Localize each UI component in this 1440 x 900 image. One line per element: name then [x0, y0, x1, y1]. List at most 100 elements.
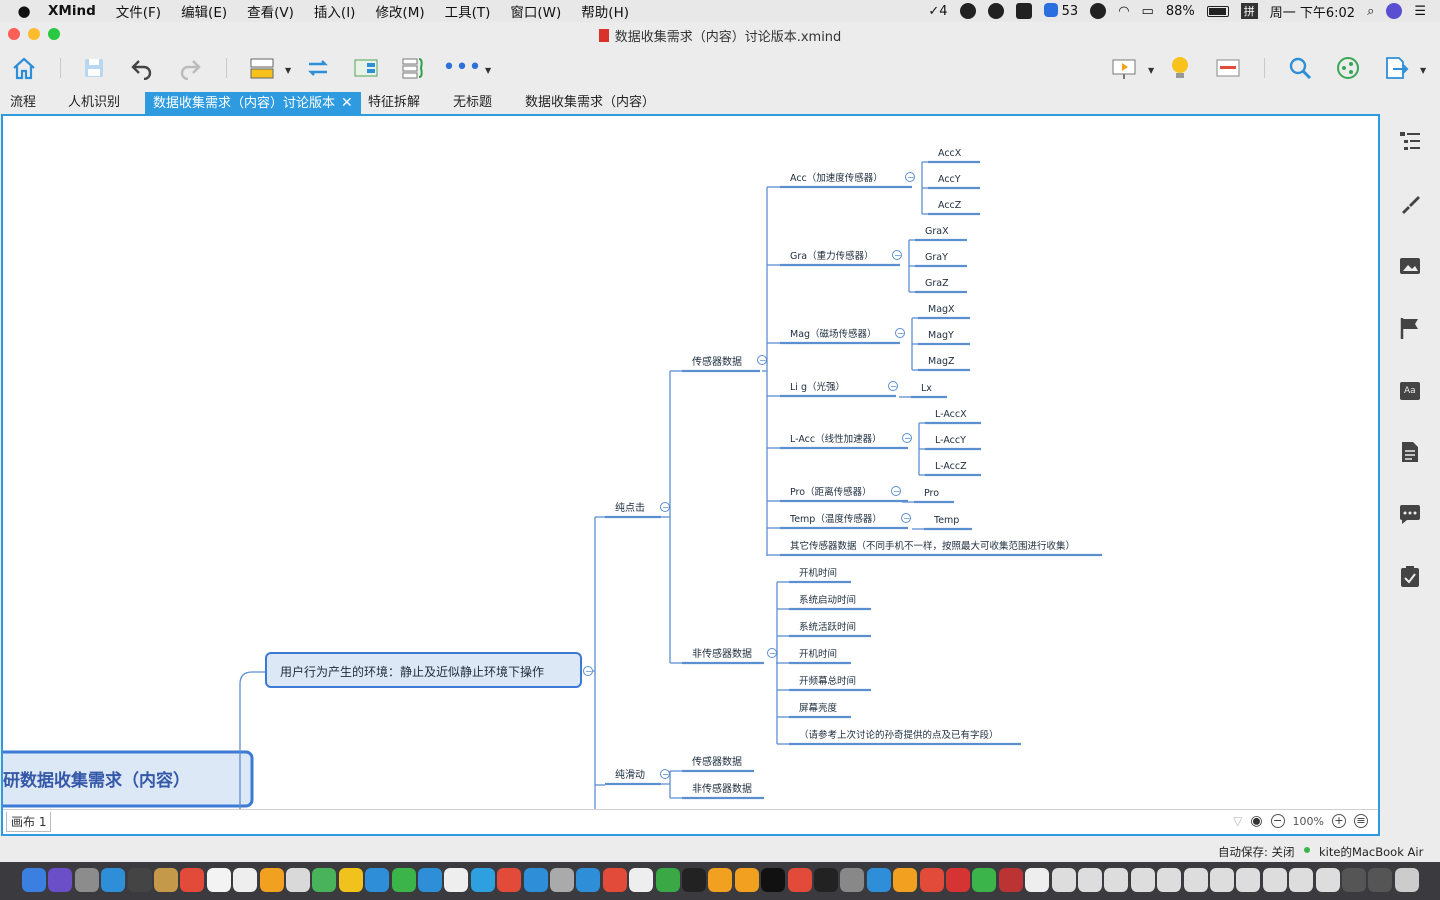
non-sensor-item[interactable]: 屏幕亮度	[799, 702, 838, 714]
autosave-status[interactable]: 自动保存: 关闭	[1218, 845, 1295, 859]
dock-app-icon[interactable]	[1157, 868, 1182, 892]
dock-app-icon[interactable]	[1394, 868, 1419, 892]
menu-view[interactable]: 查看(V)	[247, 5, 294, 21]
todo-status[interactable]: ✓4	[928, 3, 948, 19]
notes-icon[interactable]	[1398, 440, 1422, 464]
clock[interactable]: 周一 下午6:02	[1269, 5, 1356, 21]
collapse-toggle-icon[interactable]	[895, 328, 905, 338]
dock-app-icon[interactable]	[470, 868, 495, 892]
dock-app-icon[interactable]	[576, 868, 601, 892]
dock-app-icon[interactable]	[840, 868, 865, 892]
dock-app-icon[interactable]	[418, 868, 442, 892]
mindmap-canvas[interactable]: 研数据收集需求（内容）用户行为产生的环境：静止及近似静止环境下操作−纯点击−纯滑…	[1, 114, 1380, 836]
export-button[interactable]	[1382, 54, 1410, 82]
non-sensor-item[interactable]: 开机时间	[799, 648, 837, 660]
summary-button[interactable]	[400, 54, 428, 82]
axis-gra-0[interactable]: GraX	[925, 226, 949, 237]
non-sensor-item[interactable]: （请参考上次讨论的孙奇提供的点及已有字段）	[799, 729, 999, 741]
chevron-down-icon[interactable]: ▼	[1148, 66, 1155, 75]
notification-status[interactable]: 53	[1043, 3, 1078, 19]
dock-app-icon[interactable]	[233, 868, 258, 892]
collapse-toggle-icon[interactable]	[902, 433, 912, 443]
dock-app-icon[interactable]	[1368, 868, 1393, 892]
notification-center-icon[interactable]: ☰	[1414, 3, 1426, 19]
dock-app-icon[interactable]	[893, 868, 918, 892]
home-button[interactable]	[10, 54, 38, 82]
fit-map-icon[interactable]: ≡	[1354, 814, 1368, 828]
topic-button[interactable]	[248, 54, 276, 82]
close-window-button[interactable]	[8, 28, 20, 40]
dock-app-icon[interactable]	[74, 868, 99, 892]
dock-app-icon[interactable]	[734, 868, 759, 892]
dock-app-icon[interactable]	[48, 868, 73, 892]
dock-app-icon[interactable]	[1262, 868, 1287, 892]
dock-app-icon[interactable]	[365, 868, 390, 892]
menu-file[interactable]: 文件(F)	[115, 5, 162, 21]
dock-app-icon[interactable]	[629, 868, 654, 892]
redo-button[interactable]	[176, 54, 204, 82]
chevron-down-icon[interactable]: ▼	[1420, 66, 1427, 75]
airplay-icon[interactable]: ▭	[1141, 3, 1154, 19]
eye-icon[interactable]: ◉	[1250, 813, 1263, 829]
sheet-tab[interactable]: 画布 1	[6, 812, 52, 832]
dock-app-icon[interactable]	[180, 868, 205, 892]
zoom-out-button[interactable]: −	[1270, 814, 1285, 828]
dock-app-icon[interactable]	[1210, 868, 1234, 892]
dock-app-icon[interactable]	[338, 868, 363, 892]
sensor-data-topic[interactable]: 传感器数据	[692, 355, 742, 368]
filter-icon[interactable]: ▽	[1233, 814, 1243, 828]
text-style-icon[interactable]: Aa	[1398, 379, 1422, 403]
branch-click[interactable]: 纯点击	[615, 501, 645, 514]
sensor-gra[interactable]: Gra（重力传感器）	[790, 250, 874, 262]
dock-app-icon[interactable]	[444, 868, 469, 892]
dock-app-icon[interactable]	[998, 868, 1023, 892]
dock-app-icon[interactable]	[286, 868, 310, 892]
tab-flow[interactable]: 流程	[10, 95, 37, 110]
non-sensor-item[interactable]: 系统活跃时间	[799, 621, 856, 633]
swipe-sensor-data[interactable]: 传感器数据	[692, 755, 742, 768]
main-topic-label[interactable]: 用户行为产生的环境：静止及近似静止环境下操作	[280, 664, 544, 679]
wifi-icon[interactable]: ◠	[1118, 3, 1130, 19]
collapse-toggle-icon[interactable]	[583, 666, 593, 676]
dock-app-icon[interactable]	[206, 868, 231, 892]
dock-app-icon[interactable]	[127, 868, 152, 892]
sensor-mag[interactable]: Mag（磁场传感器）	[790, 328, 877, 340]
app-menu[interactable]: XMind	[48, 3, 96, 19]
save-button[interactable]	[80, 54, 108, 82]
axis-lacc-0[interactable]: L-AccX	[935, 409, 967, 420]
main-topic-box[interactable]	[265, 652, 582, 688]
axis-lacc-1[interactable]: L-AccY	[935, 435, 966, 446]
dock-app-icon[interactable]	[22, 868, 46, 892]
dock-app-icon[interactable]	[312, 868, 337, 892]
dock-app-icon[interactable]	[1315, 868, 1340, 892]
marker-flag-icon[interactable]	[1398, 316, 1422, 340]
outline-icon[interactable]	[1398, 129, 1422, 153]
spotlight-icon[interactable]: ⌕	[1367, 3, 1375, 19]
boundary-button[interactable]	[352, 54, 380, 82]
axis-lacc-2[interactable]: L-AccZ	[935, 461, 967, 472]
sensor-other[interactable]: 其它传感器数据（不同手机不一样，按照最大可收集范围进行收集）	[790, 540, 1075, 552]
brainstorm-button[interactable]	[1166, 54, 1194, 82]
axis-acc-0[interactable]: AccX	[938, 148, 962, 159]
branch-swipe[interactable]: 纯滑动	[615, 768, 645, 781]
status-app-icon[interactable]	[1015, 3, 1032, 19]
axis-acc-1[interactable]: AccY	[938, 174, 961, 185]
sensor-temp[interactable]: Temp（温度传感器）	[789, 513, 882, 525]
dock-app-icon[interactable]	[814, 868, 838, 892]
search-button[interactable]	[1286, 54, 1314, 82]
dock-app-icon[interactable]	[1130, 868, 1155, 892]
input-method[interactable]: 拼	[1240, 3, 1258, 19]
axis-acc-2[interactable]: AccZ	[938, 200, 962, 211]
device-name[interactable]: kite的MacBook Air	[1319, 845, 1424, 859]
dock-app-icon[interactable]	[761, 868, 786, 892]
comment-icon[interactable]	[1398, 502, 1422, 526]
presentation-button[interactable]	[1110, 54, 1138, 82]
dock-app-icon[interactable]	[655, 868, 680, 892]
share-button[interactable]	[1334, 54, 1362, 82]
battery-percent[interactable]: 88%	[1165, 3, 1195, 19]
zoom-in-button[interactable]: +	[1332, 814, 1346, 828]
non-sensor-data-topic[interactable]: 非传感器数据	[692, 647, 752, 660]
axis-gra-2[interactable]: GraZ	[925, 278, 949, 289]
image-icon[interactable]	[1398, 254, 1422, 278]
minimize-window-button[interactable]	[28, 28, 40, 40]
